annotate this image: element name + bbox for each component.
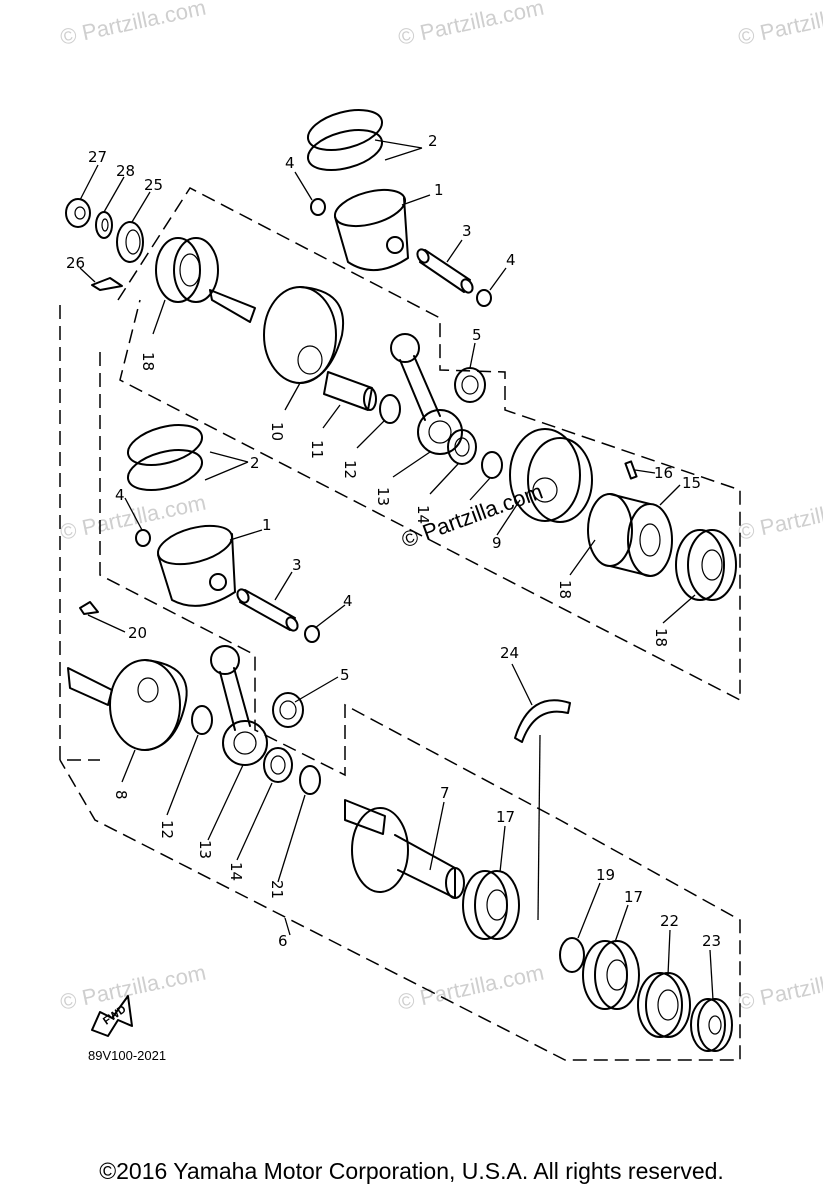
callout-20: 20 xyxy=(128,624,147,642)
callout-11: 11 xyxy=(308,440,326,459)
callout-14: 14 xyxy=(227,862,245,881)
part-bearing-18-right xyxy=(675,529,737,601)
watermark: © Partzilla.com xyxy=(736,0,823,50)
part-oil-seal-22 xyxy=(637,972,691,1038)
part-needle-bearing-14-lower xyxy=(263,747,293,783)
part-key-20 xyxy=(79,601,99,615)
watermark: © Partzilla.com xyxy=(58,960,208,1015)
part-piston-rings-upper xyxy=(307,109,383,171)
part-crankshaft-9 xyxy=(509,428,593,523)
watermark: © Partzilla.com xyxy=(396,960,546,1015)
callout-9: 9 xyxy=(492,534,502,552)
callout-5: 5 xyxy=(472,326,482,344)
part-clip-upper-left xyxy=(310,198,326,216)
watermark: © Partzilla.com xyxy=(736,960,823,1015)
callout-4: 4 xyxy=(285,154,295,172)
copyright-notice: ©2016 Yamaha Motor Corporation, U.S.A. A… xyxy=(99,1158,724,1184)
callout-13: 13 xyxy=(374,487,392,506)
callout-labels: 2 4 1 3 4 5 27 28 25 26 18 10 11 12 13 1… xyxy=(66,132,721,950)
callout-12: 12 xyxy=(341,460,359,479)
part-washer-28 xyxy=(95,211,113,239)
watermark: © Partzilla.com xyxy=(58,490,208,545)
callout-15: 15 xyxy=(682,474,701,492)
part-crank-pin-11 xyxy=(323,371,377,411)
callout-13: 13 xyxy=(196,840,214,859)
callout-18: 18 xyxy=(652,628,670,647)
callout-5: 5 xyxy=(340,666,350,684)
part-clip-lower-left xyxy=(135,529,151,547)
callout-3: 3 xyxy=(462,222,472,240)
callout-24: 24 xyxy=(500,644,519,662)
callout-19: 19 xyxy=(596,866,615,884)
callout-12: 12 xyxy=(158,820,176,839)
callout-18: 18 xyxy=(556,580,574,599)
part-needle-bearing-14-upper xyxy=(447,429,477,465)
callout-4: 4 xyxy=(343,592,353,610)
callout-3: 3 xyxy=(292,556,302,574)
callout-27: 27 xyxy=(88,148,107,166)
watermark: © Partzilla.com xyxy=(396,0,546,50)
part-clip-lower-right xyxy=(304,625,320,643)
part-piston-pin-lower xyxy=(236,588,299,632)
diagram-code: 89V100-2021 xyxy=(88,1048,166,1063)
part-oil-seal-25 xyxy=(116,221,144,263)
part-connecting-rod-13-upper xyxy=(390,333,463,455)
part-washer-21 xyxy=(299,765,321,795)
part-needle-bearing-5-lower xyxy=(272,692,304,728)
leader-lines xyxy=(79,139,714,1001)
part-crankshaft-10 xyxy=(209,286,345,384)
part-gear-23 xyxy=(690,998,733,1052)
part-connecting-rod-13-lower xyxy=(210,645,268,766)
part-key-26 xyxy=(91,277,123,291)
callout-17: 17 xyxy=(496,808,515,826)
callout-6: 6 xyxy=(278,932,288,950)
part-crankshaft-8 xyxy=(67,659,188,751)
part-labyrinth-seal-15 xyxy=(587,493,673,577)
callout-28: 28 xyxy=(116,162,135,180)
callout-1: 1 xyxy=(262,516,272,534)
callout-7: 7 xyxy=(440,784,450,802)
callout-18: 18 xyxy=(139,352,157,371)
callout-10: 10 xyxy=(268,422,286,441)
callout-23: 23 xyxy=(702,932,721,950)
part-bearing-17-left xyxy=(462,870,520,940)
callout-2: 2 xyxy=(250,454,260,472)
assembly-boundaries xyxy=(59,187,741,1061)
part-piston-pin-upper xyxy=(416,248,474,294)
part-washer-12-upper xyxy=(379,394,401,424)
callout-4: 4 xyxy=(115,486,125,504)
callout-2: 2 xyxy=(428,132,438,150)
part-nut-27 xyxy=(65,198,91,228)
callout-26: 26 xyxy=(66,254,85,272)
watermark: © Partzilla.com xyxy=(58,0,208,50)
part-clip-upper-right xyxy=(476,289,492,307)
part-crankshaft-7 xyxy=(344,799,465,899)
callout-16: 16 xyxy=(654,464,673,482)
part-washer-upper-right xyxy=(481,451,503,479)
callout-1: 1 xyxy=(434,181,444,199)
callout-14: 14 xyxy=(414,505,432,524)
watermarks: © Partzilla.com © Partzilla.com © Partzi… xyxy=(58,0,823,1015)
part-bearing-18-upper xyxy=(155,237,219,303)
part-washer-19 xyxy=(559,937,585,973)
callout-8: 8 xyxy=(112,790,130,800)
callout-25: 25 xyxy=(144,176,163,194)
callout-4: 4 xyxy=(506,251,516,269)
part-circlip-24 xyxy=(514,699,571,743)
callout-17: 17 xyxy=(624,888,643,906)
part-dowel-pin-16 xyxy=(624,460,638,480)
watermark: © Partzilla.com xyxy=(736,490,823,545)
part-piston-lower xyxy=(157,524,236,607)
part-bearing-17-right xyxy=(582,940,640,1010)
callout-22: 22 xyxy=(660,912,679,930)
part-washer-12-lower xyxy=(191,705,213,735)
leader-6 xyxy=(284,917,291,936)
part-needle-bearing-5-upper xyxy=(454,367,486,403)
callout-21: 21 xyxy=(268,880,286,899)
part-piston-rings-lower xyxy=(127,424,203,491)
part-piston-upper xyxy=(333,188,409,272)
